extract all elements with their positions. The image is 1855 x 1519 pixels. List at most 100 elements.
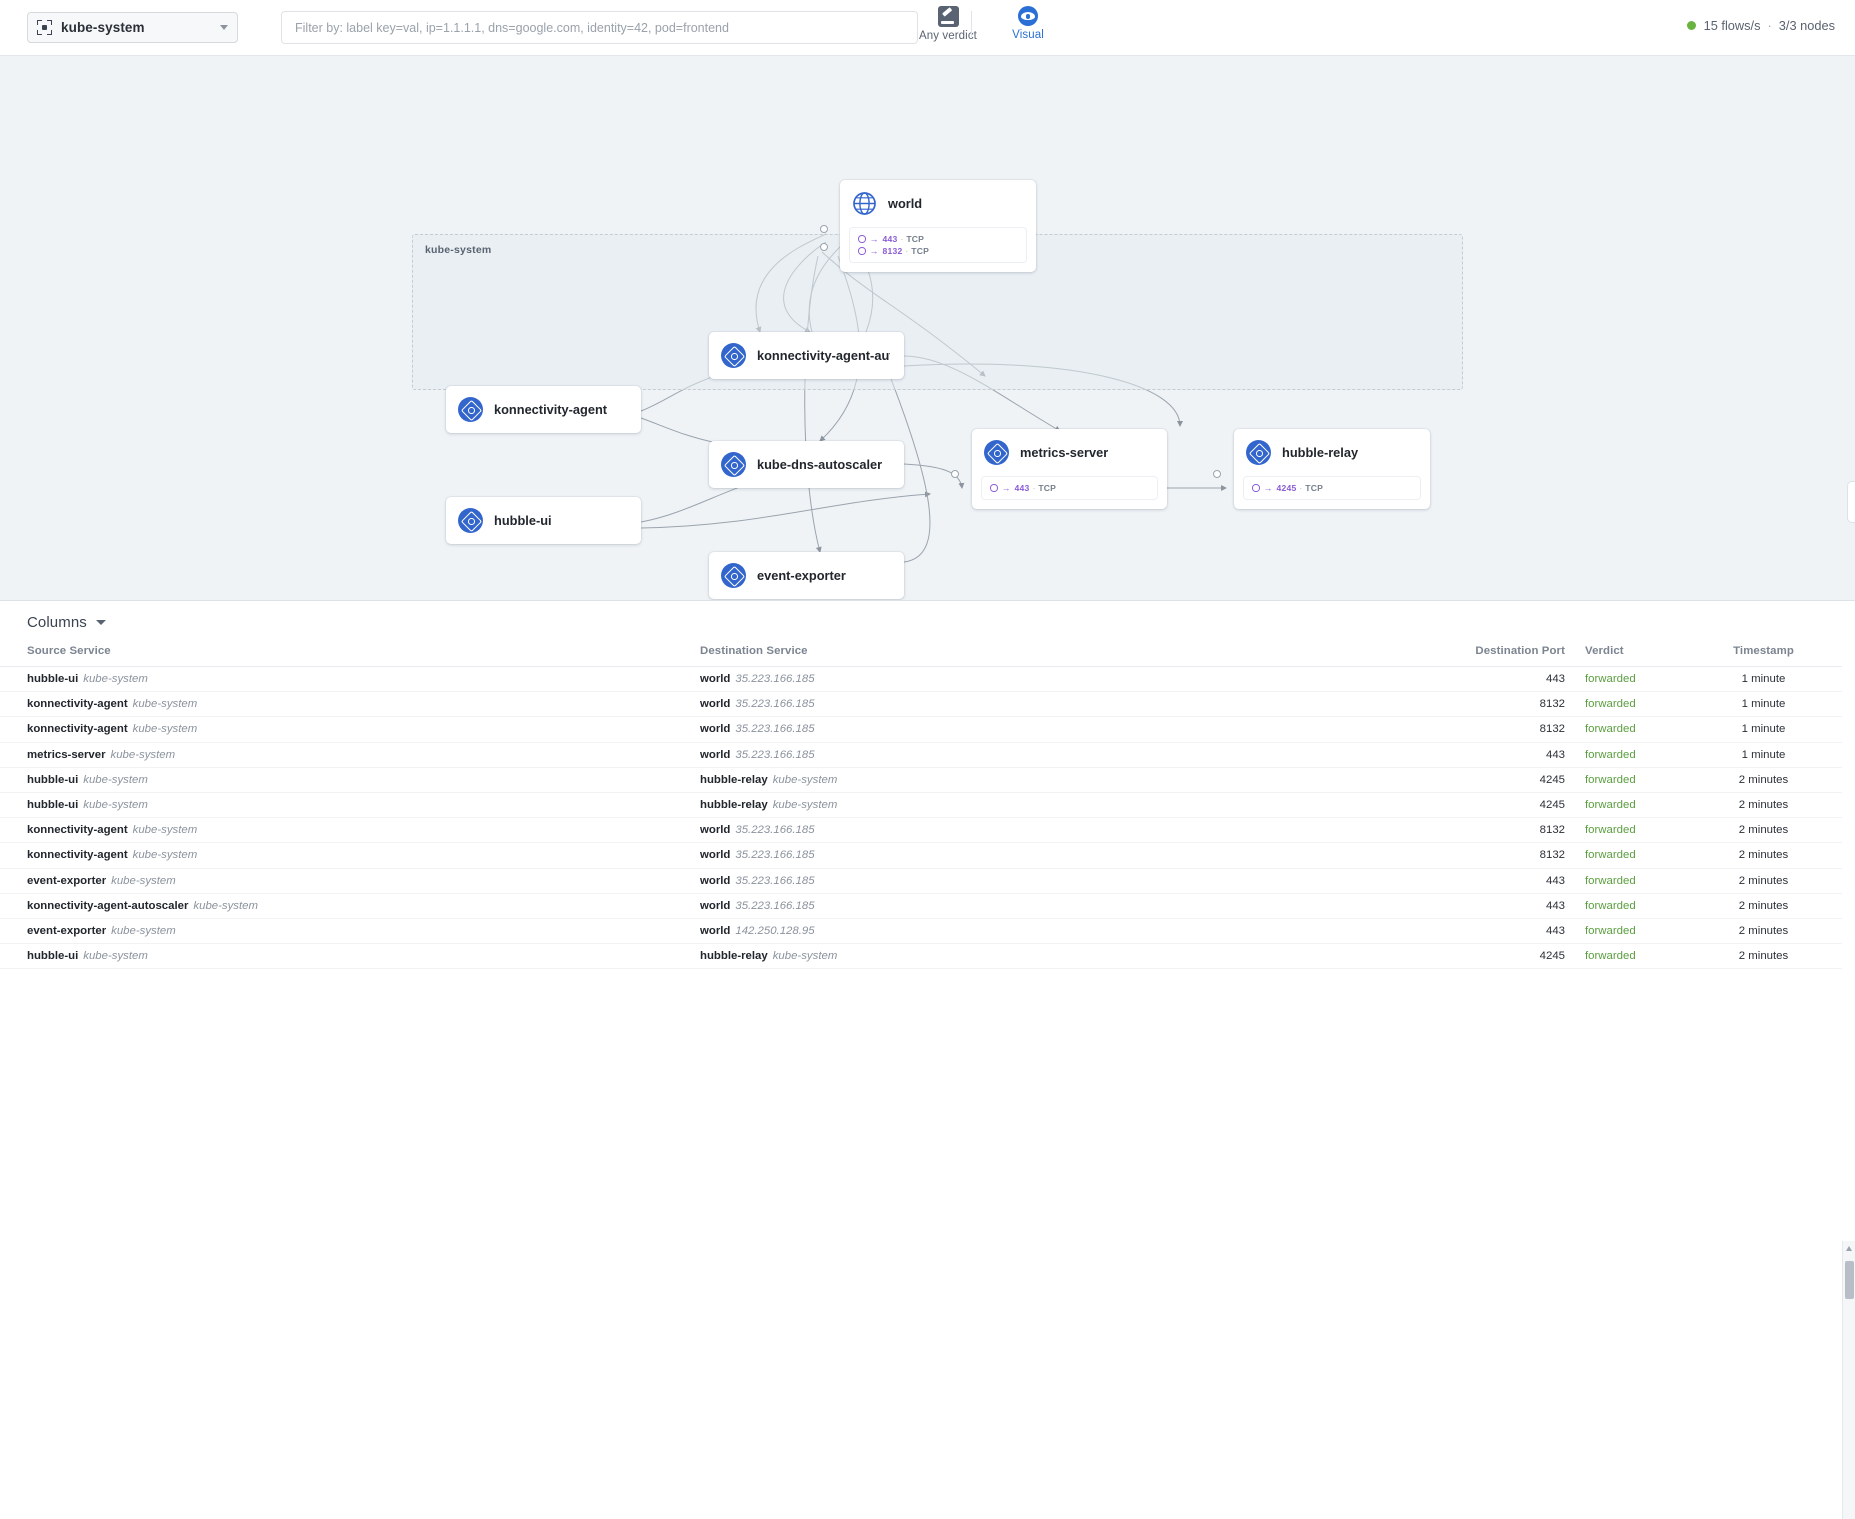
table-scrollbar[interactable]: [1842, 1241, 1855, 1519]
destination-service-name: world: [700, 673, 731, 686]
namespace-select[interactable]: kube-system: [27, 12, 238, 43]
eye-icon: [1018, 6, 1038, 26]
source-namespace: kube-system: [132, 849, 198, 862]
flows-table: Source Service Destination Service Desti…: [0, 641, 1842, 970]
kubernetes-icon: [721, 452, 746, 477]
filter-input[interactable]: [281, 11, 918, 44]
source-service-name: konnectivity-agent-autoscaler: [27, 899, 189, 912]
destination-namespace: 35.223.166.185: [735, 723, 815, 736]
node-header: event-exporter: [709, 552, 904, 599]
destination-namespace: 35.223.166.185: [735, 849, 815, 862]
cell-verdict: forwarded: [1565, 868, 1685, 894]
cell-timestamp: 1 minute: [1685, 666, 1842, 693]
service-node-kube-dns-autoscaler[interactable]: kube-dns-autoscaler: [709, 441, 904, 488]
source-service-name: hubble-ui: [27, 799, 79, 812]
column-header-source[interactable]: Source Service: [0, 641, 700, 667]
status-separator: ·: [1767, 18, 1772, 33]
cell-port: 443: [1445, 918, 1565, 945]
node-header: metrics-server: [972, 429, 1167, 476]
service-node-event-exporter[interactable]: event-exporter: [709, 552, 904, 599]
verdict-badge: forwarded: [1585, 924, 1636, 937]
column-header-destination[interactable]: Destination Service: [700, 641, 1445, 667]
port-row: → 443 · TCP: [858, 233, 1018, 245]
service-node-hubble-ui[interactable]: hubble-ui: [446, 497, 641, 544]
edge-connector-dot: [951, 470, 959, 478]
verdict-badge: forwarded: [1585, 773, 1636, 786]
port-number: 8132: [882, 246, 903, 256]
kubernetes-icon: [458, 508, 483, 533]
column-header-timestamp[interactable]: Timestamp: [1685, 641, 1842, 667]
columns-label: Columns: [27, 614, 87, 631]
port-separator: ·: [1299, 483, 1303, 493]
source-namespace: kube-system: [83, 950, 148, 963]
service-node-konnectivity-agent[interactable]: konnectivity-agent: [446, 386, 641, 433]
kubernetes-icon: [458, 397, 483, 422]
source-service-name: konnectivity-agent: [27, 849, 128, 862]
table-row[interactable]: konnectivity-agent kube-system world 35.223…: [0, 842, 1842, 869]
kubernetes-icon: [721, 343, 746, 368]
service-node-konnectivity-agent-autoscaler[interactable]: konnectivity-agent-autosc…: [709, 332, 904, 379]
service-map-canvas[interactable]: kube-system world → 443 · TCP: [0, 56, 1855, 600]
column-header-port[interactable]: Destination Port: [1445, 641, 1565, 667]
cell-timestamp: 2 minutes: [1685, 842, 1842, 869]
cell-verdict: forwarded: [1565, 742, 1685, 768]
node-title: metrics-server: [1020, 445, 1109, 460]
destination-service-name: world: [700, 874, 731, 887]
cell-port: 443: [1445, 893, 1565, 919]
node-header: konnectivity-agent-autosc…: [709, 332, 904, 379]
scrollbar-thumb[interactable]: [1845, 1261, 1854, 1299]
cell-source: hubble-ui kube-system: [0, 792, 700, 819]
service-node-world[interactable]: world → 443 · TCP → 8132 · TCP: [840, 180, 1036, 272]
globe-icon: [852, 191, 877, 216]
gavel-icon: [937, 6, 959, 27]
column-header-verdict[interactable]: Verdict: [1565, 641, 1685, 667]
scroll-up-arrow-icon[interactable]: [1846, 1246, 1852, 1251]
arrow-right-icon: →: [869, 246, 879, 256]
verdict-badge: forwarded: [1585, 673, 1636, 686]
node-title: world: [888, 196, 923, 211]
cell-timestamp: 2 minutes: [1685, 767, 1842, 793]
node-title: event-exporter: [757, 568, 846, 583]
source-namespace: kube-system: [83, 799, 148, 812]
port-protocol: TCP: [906, 234, 925, 244]
service-node-hubble-relay[interactable]: hubble-relay → 4245 · TCP: [1234, 429, 1430, 509]
verdict-badge: forwarded: [1585, 824, 1636, 837]
visual-mode-button[interactable]: Visual: [985, 6, 1071, 41]
source-service-name: konnectivity-agent: [27, 698, 128, 711]
status-nodes: 3/3 nodes: [1778, 18, 1835, 33]
destination-namespace: kube-system: [772, 799, 838, 812]
columns-button[interactable]: Columns: [27, 614, 106, 631]
source-namespace: kube-system: [132, 824, 198, 837]
destination-service-name: world: [700, 924, 731, 937]
side-panel-handle[interactable]: [1847, 481, 1855, 523]
verdict-filter-button[interactable]: Any verdict: [905, 6, 991, 42]
cell-verdict: forwarded: [1565, 943, 1685, 970]
visual-mode-label: Visual: [1012, 29, 1044, 41]
edge-connector-dot: [820, 243, 828, 251]
source-service-name: hubble-ui: [27, 773, 79, 786]
cell-port: 8132: [1445, 691, 1565, 718]
arrow-right-icon: →: [1001, 483, 1011, 493]
cell-port: 443: [1445, 742, 1565, 768]
node-ports: → 4245 · TCP: [1243, 476, 1421, 500]
destination-service-name: world: [700, 849, 731, 862]
service-node-metrics-server[interactable]: metrics-server → 443 · TCP: [972, 429, 1167, 509]
